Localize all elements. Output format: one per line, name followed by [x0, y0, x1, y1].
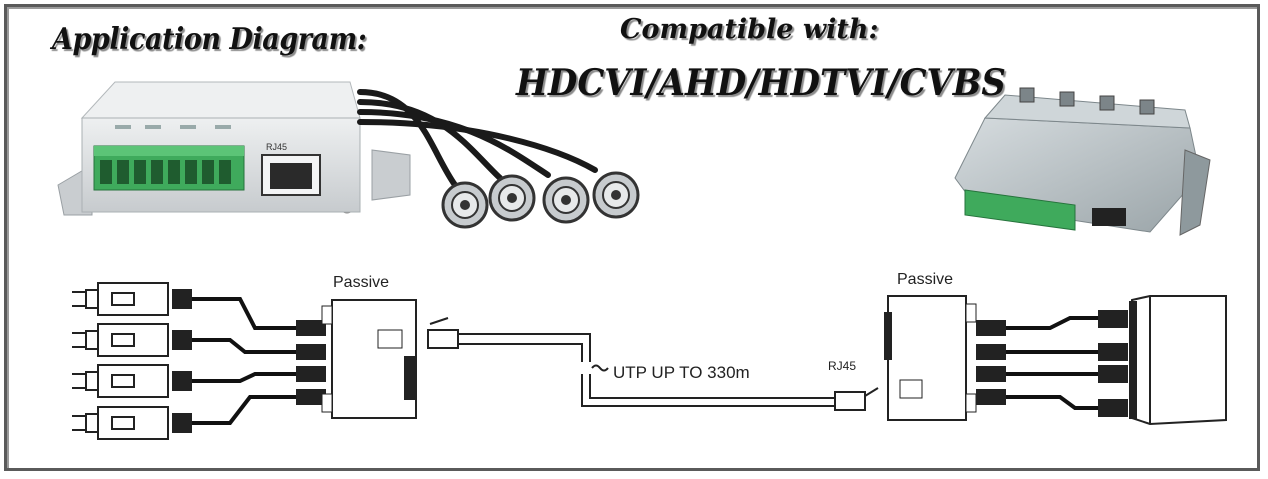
terminal-block [93, 145, 245, 191]
camera-2 [72, 323, 169, 357]
utp-cable: UTP UP TO 330m [458, 333, 835, 407]
right-passive-balun: Passive [884, 271, 977, 421]
page-title: Application Diagram: [52, 22, 367, 57]
dvr-recorder [1129, 295, 1227, 426]
dvr-cables [1006, 316, 1098, 410]
right-rj45-plug: RJ45 [828, 359, 879, 411]
left-passive-balun: Passive [321, 274, 417, 419]
camera-cables [192, 297, 296, 425]
camera-3 [72, 364, 169, 398]
formats-label: HDCVI/AHD/HDTVI/CVBS [516, 62, 1006, 104]
balun-device-photo-small [954, 87, 1211, 236]
wiring-schematic: Passive UTP UP TO 330m RJ45 [72, 271, 1227, 440]
rj45-label: RJ45 [828, 359, 856, 373]
bnc-connectors [441, 171, 640, 229]
left-rj45-plug [427, 317, 459, 349]
cable-length-label: UTP UP TO 330m [613, 363, 750, 382]
right-passive-label: Passive [897, 271, 953, 288]
bnc-cables [357, 89, 598, 188]
left-passive-label: Passive [333, 274, 389, 291]
camera-group [72, 282, 169, 440]
camera-1 [72, 282, 169, 316]
rj45-port: RJ45 [261, 142, 321, 196]
rj45-port-label: RJ45 [266, 142, 287, 152]
balun-device-photo-large: RJ45 [57, 81, 640, 229]
compatible-label: Compatible with: [620, 14, 879, 45]
camera-4 [72, 406, 169, 440]
